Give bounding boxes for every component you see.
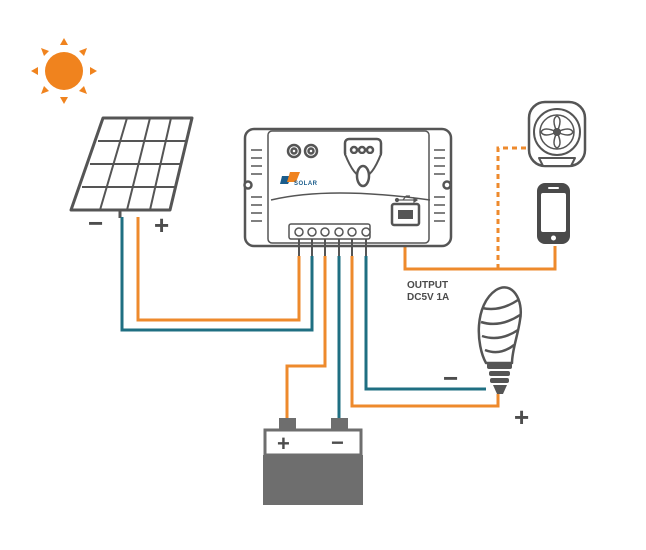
load-plus-sign: + bbox=[514, 402, 530, 432]
load-minus-sign: − bbox=[443, 363, 459, 393]
wire-usb-fan-dotted bbox=[496, 146, 527, 269]
wire-load-positive bbox=[350, 256, 500, 408]
charge-controller-icon bbox=[243, 127, 453, 256]
wire-load-negative bbox=[364, 256, 486, 391]
battery-icon bbox=[263, 418, 363, 505]
brand-text: SOLAR bbox=[294, 181, 318, 187]
battery-plus-sign: + bbox=[277, 431, 290, 456]
light-bulb-icon bbox=[477, 286, 523, 394]
wire-panel-positive bbox=[136, 217, 301, 322]
usb-icon bbox=[394, 195, 419, 204]
solar-panel-icon bbox=[69, 116, 194, 218]
wires bbox=[120, 146, 557, 419]
output-label-line1: OUTPUT bbox=[407, 280, 449, 291]
wire-battery-positive bbox=[285, 256, 327, 419]
wire-panel-negative bbox=[120, 217, 314, 332]
panel-plus-sign: + bbox=[154, 210, 170, 240]
sun-icon bbox=[31, 38, 97, 104]
fan-icon bbox=[527, 100, 587, 168]
panel-minus-sign: − bbox=[88, 208, 104, 238]
battery-minus-sign: − bbox=[331, 430, 344, 455]
output-label-line2: DC5V 1A bbox=[407, 292, 450, 303]
brand-logo: SOLAR bbox=[280, 172, 318, 187]
smartphone-icon bbox=[537, 183, 570, 244]
wire-usb-output bbox=[403, 232, 557, 271]
